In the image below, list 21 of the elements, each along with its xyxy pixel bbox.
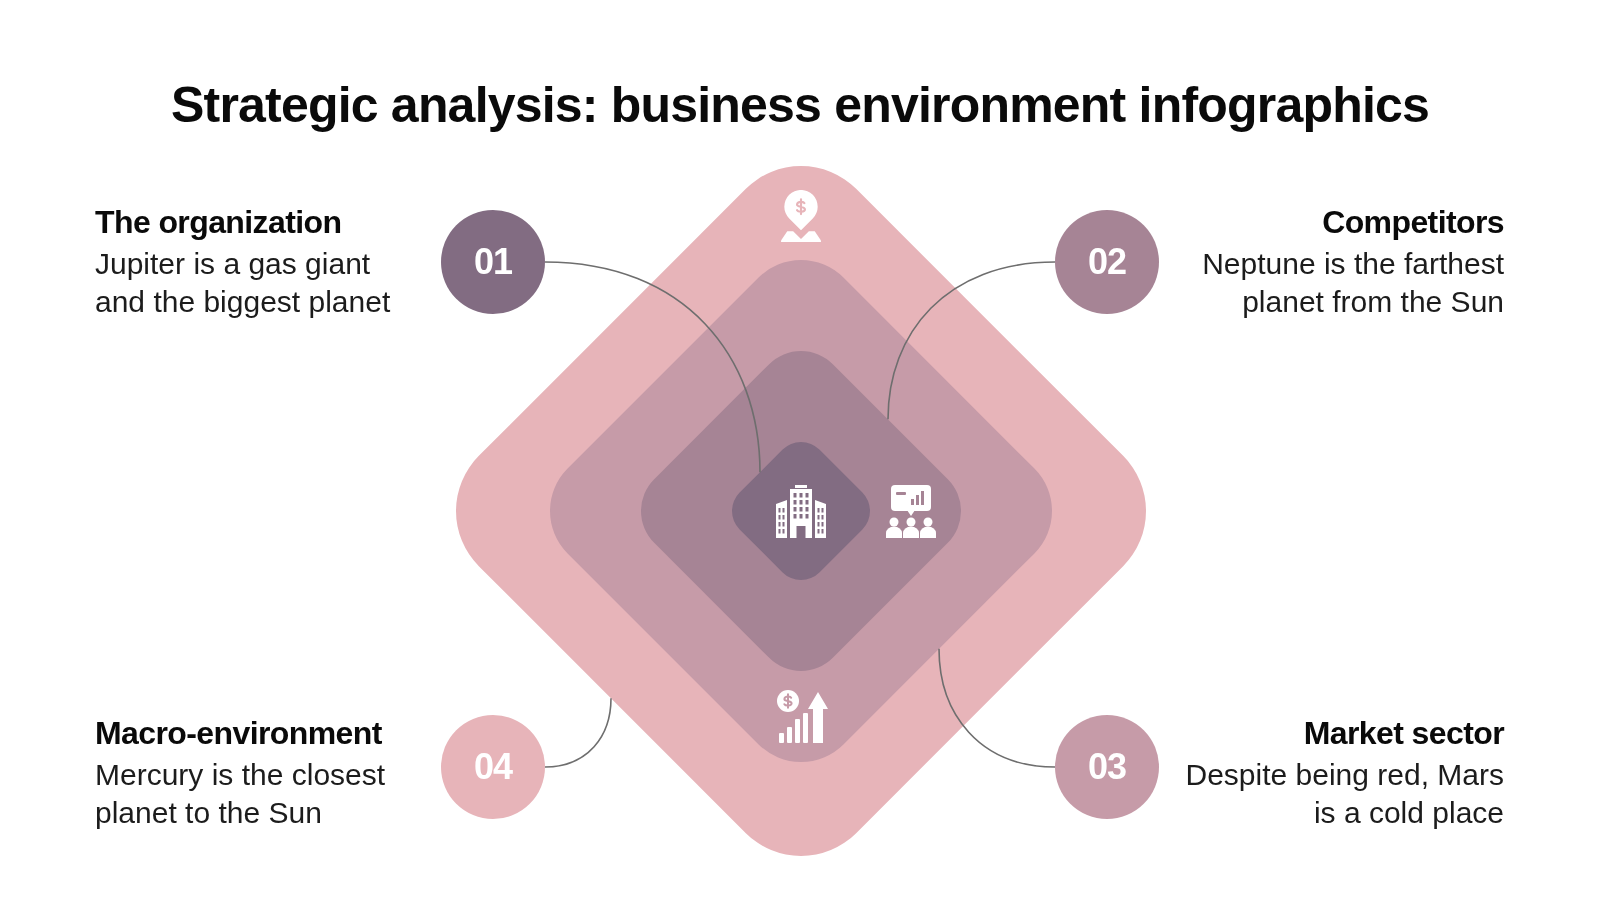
description-text: Neptune is the farthest planet from the Sun [1201,246,1504,320]
description-text: Mercury is the closest planet to the Sun [95,757,387,831]
step-number: 04 [473,747,512,787]
section-heading: Macro-environment [95,714,382,753]
connector-line [544,261,761,474]
rounded-diamond [550,260,1052,762]
step-number: 03 [1087,747,1126,787]
connector-line [887,261,1056,421]
rounded-diamond [641,351,961,671]
title: Strategic analysis: business environment infographics [171,76,1429,135]
step-number: 02 [1087,242,1126,282]
description-text: Despite being red, Mars is a cold place [1184,757,1504,831]
step-number: 01 [473,242,512,282]
rounded-diamond [732,442,870,580]
section-heading: Competitors [1322,203,1504,242]
connector-line [544,697,612,768]
rounded-diamond [456,166,1146,856]
connector-line [938,648,1056,768]
description-text: Jupiter is a gas giant and the biggest planet [95,246,392,320]
section-heading: Market sector [1303,714,1504,753]
section-heading: The organization [95,203,342,242]
